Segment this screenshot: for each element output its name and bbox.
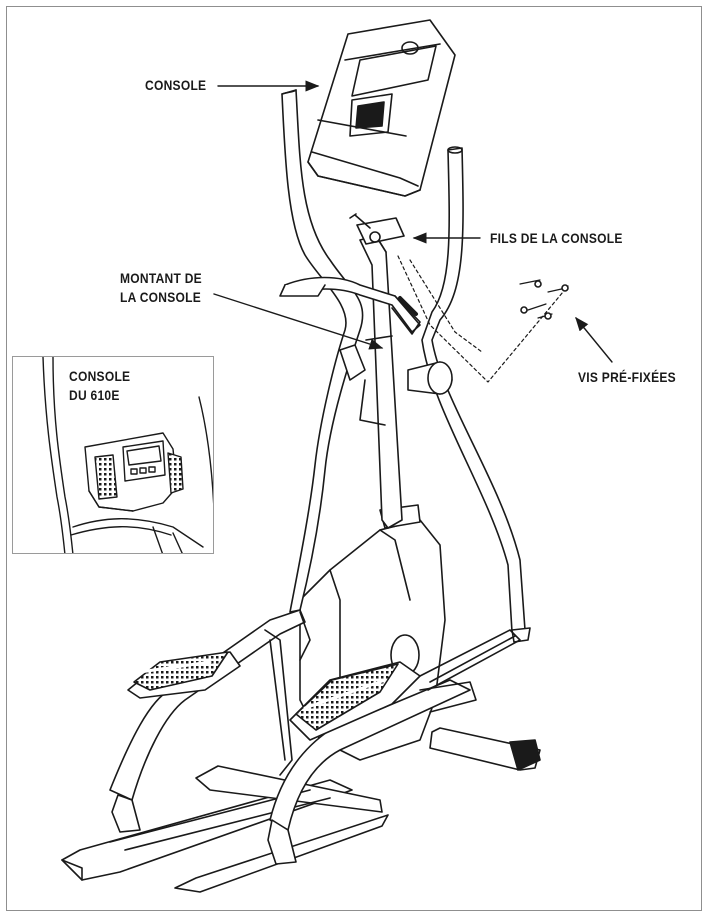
label-console-mast-line2: LA CONSOLE: [120, 289, 202, 305]
inset-title-line2: DU 610E: [69, 387, 120, 403]
left-pedal-assembly: [109, 609, 311, 833]
console-unit: [307, 19, 456, 197]
right-moving-arm: [421, 146, 531, 643]
label-console-wires: FILS DE LA CONSOLE: [490, 230, 623, 246]
label-preattached-screws: VIS PRÉ-FIXÉES: [578, 369, 676, 385]
preattached-screws: [397, 255, 569, 383]
page-frame: [6, 6, 702, 911]
handlebar: [279, 276, 453, 426]
leader-lines: [213, 80, 613, 363]
inset-title-line1: CONSOLE: [69, 368, 131, 384]
right-pedal-assembly: [267, 629, 521, 865]
label-console-mast-line1: MONTANT DE: [120, 270, 202, 286]
inset-610e-console: CONSOLE DU 610E: [12, 356, 214, 554]
inset-console-drawing: [42, 357, 213, 553]
label-console: CONSOLE: [145, 77, 207, 93]
console-mast: [349, 213, 405, 529]
